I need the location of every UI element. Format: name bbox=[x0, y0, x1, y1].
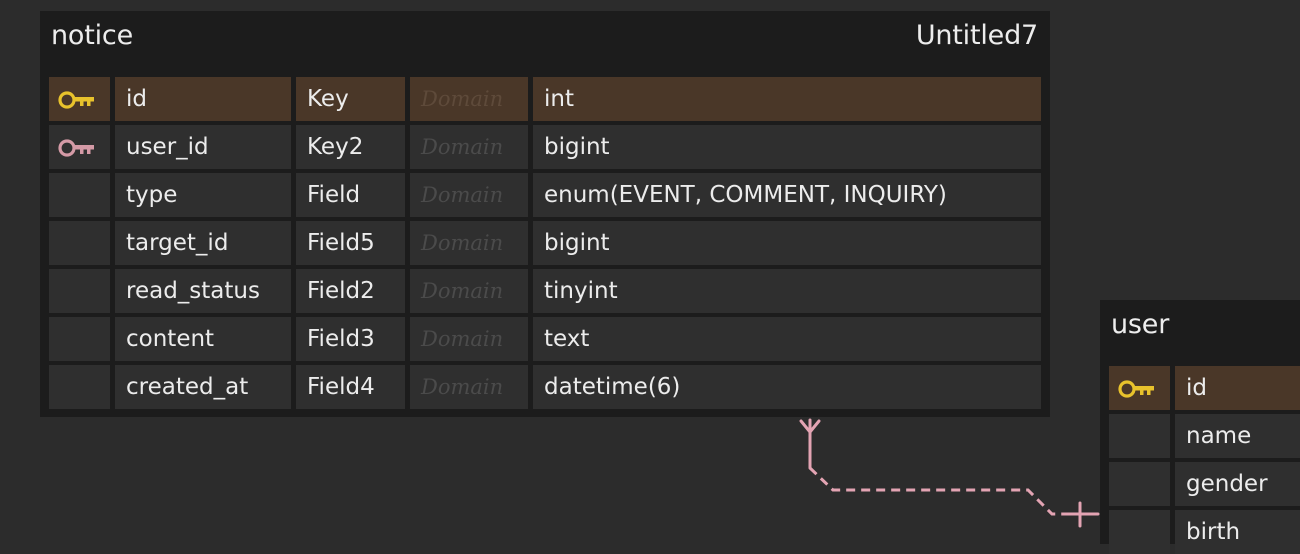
field-type: datetime(6) bbox=[533, 365, 1041, 409]
field-domain: Domain bbox=[410, 77, 528, 121]
crows-foot-icon bbox=[799, 418, 821, 470]
field-kind: Field4 bbox=[296, 365, 405, 409]
key-indicator-cell bbox=[1109, 414, 1170, 458]
field-type: bigint bbox=[533, 221, 1041, 265]
field-kind: Key2 bbox=[296, 125, 405, 169]
field-name: name bbox=[1175, 414, 1300, 458]
one-marker-icon bbox=[1068, 501, 1100, 528]
key-indicator-cell bbox=[49, 221, 110, 265]
key-indicator-cell bbox=[49, 365, 110, 409]
field-name: content bbox=[115, 317, 291, 361]
field-name: type bbox=[115, 173, 291, 217]
field-type: bigint bbox=[533, 125, 1041, 169]
field-name: id bbox=[1175, 366, 1300, 410]
field-kind: Field3 bbox=[296, 317, 405, 361]
field-name: id bbox=[115, 77, 291, 121]
key-indicator-cell bbox=[49, 317, 110, 361]
field-domain: Domain bbox=[410, 269, 528, 313]
field-name: gender bbox=[1175, 462, 1300, 506]
field-kind: Field5 bbox=[296, 221, 405, 265]
key-icon bbox=[58, 91, 94, 109]
key-icon bbox=[1118, 380, 1154, 398]
field-name: created_at bbox=[115, 365, 291, 409]
field-name: read_status bbox=[115, 269, 291, 313]
key-indicator-cell bbox=[49, 125, 110, 169]
field-name: user_id bbox=[115, 125, 291, 169]
field-type: int bbox=[533, 77, 1041, 121]
field-kind: Key bbox=[296, 77, 405, 121]
key-indicator-cell bbox=[49, 173, 110, 217]
field-type: tinyint bbox=[533, 269, 1041, 313]
field-type: text bbox=[533, 317, 1041, 361]
field-kind: Field2 bbox=[296, 269, 405, 313]
field-type: enum(EVENT, COMMENT, INQUIRY) bbox=[533, 173, 1041, 217]
field-domain: Domain bbox=[410, 221, 528, 265]
field-domain: Domain bbox=[410, 365, 528, 409]
field-name: target_id bbox=[115, 221, 291, 265]
table-schema-name: Untitled7 bbox=[915, 20, 1038, 51]
table-name: notice bbox=[51, 20, 133, 51]
key-indicator-cell bbox=[1109, 462, 1170, 506]
key-indicator-cell bbox=[1109, 366, 1170, 410]
field-domain: Domain bbox=[410, 125, 528, 169]
table-name: user bbox=[1111, 309, 1170, 340]
field-domain: Domain bbox=[410, 317, 528, 361]
field-domain: Domain bbox=[410, 173, 528, 217]
foreign-key-icon bbox=[58, 139, 94, 157]
key-indicator-cell bbox=[49, 77, 110, 121]
key-indicator-cell bbox=[49, 269, 110, 313]
field-kind: Field bbox=[296, 173, 405, 217]
relationship-path bbox=[808, 466, 1098, 516]
